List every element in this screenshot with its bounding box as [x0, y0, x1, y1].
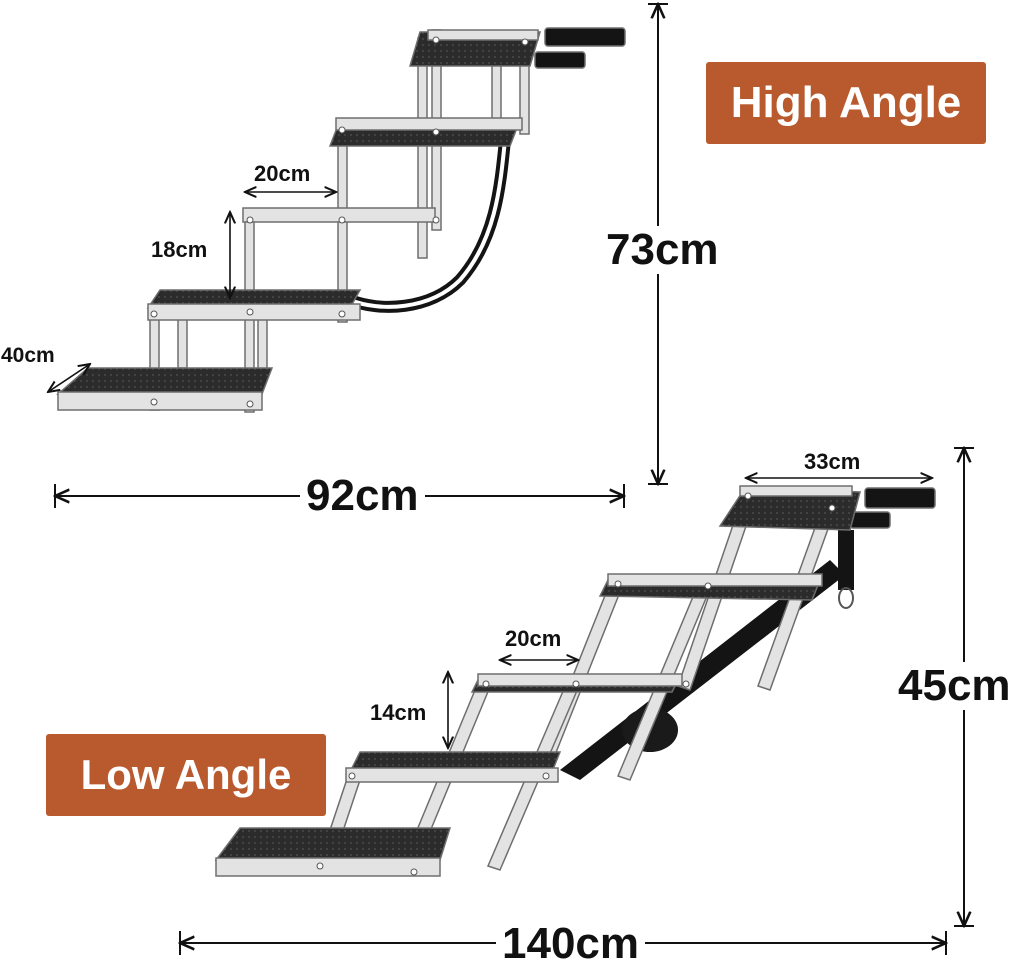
low-top-depth-label: 33cm [804, 449, 861, 474]
low-length-label: 140cm [496, 922, 646, 966]
low-handle-grip-top [864, 487, 936, 509]
high-angle-stairs [55, 27, 626, 413]
high-width-label: 40cm [1, 344, 55, 367]
low-angle-stairs [214, 485, 936, 877]
low-step-depth-label: 20cm [505, 626, 562, 651]
high-step-rise-label: 18cm [151, 237, 208, 262]
high-handle-grip-top [544, 27, 626, 47]
low-handle-grip-bottom [849, 511, 891, 529]
low-angle-badge: Low Angle [46, 734, 326, 816]
low-height-label: 45cm [898, 661, 1011, 710]
high-step-depth-label: 20cm [254, 161, 311, 186]
low-step-rise-label: 14cm [370, 700, 427, 725]
high-angle-badge: High Angle [706, 62, 986, 144]
high-length-label: 92cm [300, 474, 425, 518]
high-handle-grip-bottom [534, 51, 586, 69]
high-height-label: 73cm [606, 225, 719, 274]
